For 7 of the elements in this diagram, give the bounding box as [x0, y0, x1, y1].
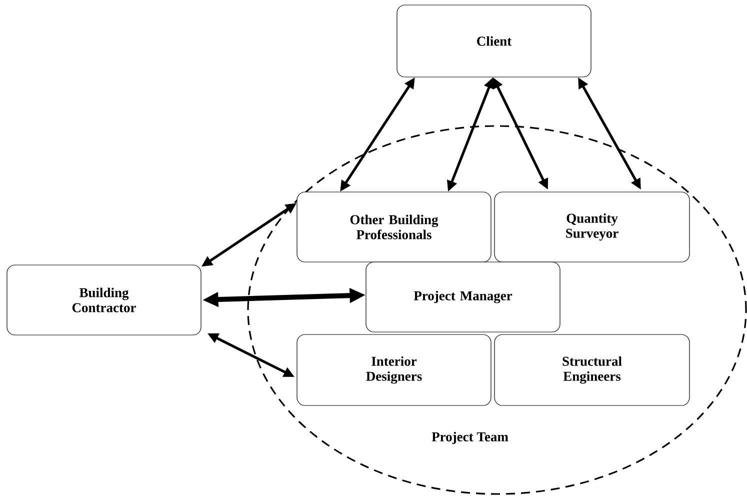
process-box: Quantity Surveyor: [494, 192, 690, 262]
process-box: Structural Engineers: [494, 334, 690, 406]
process-box: Other Building Professionals: [296, 192, 492, 262]
process-box: Client: [396, 4, 592, 78]
process-box: Project Manager: [366, 262, 560, 332]
process-box: Building Contractor: [6, 264, 202, 336]
process-box: Interior Designers: [296, 334, 492, 406]
